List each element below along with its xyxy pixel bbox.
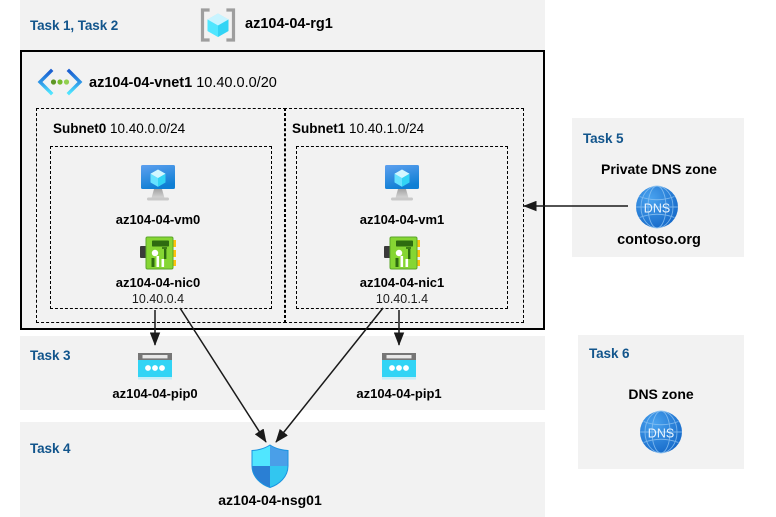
pip0-name: az104-04-pip0 bbox=[112, 386, 198, 401]
resource-group-band bbox=[20, 0, 545, 50]
resource-group-name: az104-04-rg1 bbox=[245, 16, 333, 32]
subnet1-header: Subnet1 10.40.1.0/24 bbox=[292, 121, 424, 136]
public-ip-band bbox=[20, 336, 545, 410]
subnet1-resource-group-boundary bbox=[296, 146, 508, 309]
task-label-3: Task 3 bbox=[30, 348, 71, 363]
virtual-network-icon bbox=[36, 66, 84, 98]
pip1-name: az104-04-pip1 bbox=[356, 386, 442, 401]
vm0-name: az104-04-vm0 bbox=[115, 212, 201, 227]
virtual-network-box bbox=[20, 50, 545, 330]
virtual-machine-icon bbox=[378, 158, 426, 206]
task-label-4: Task 4 bbox=[30, 441, 71, 456]
subnet1-boundary bbox=[284, 108, 524, 323]
nic0-ip: 10.40.0.4 bbox=[131, 292, 185, 306]
vnet-header: az104-04-vnet1 10.40.0.0/20 bbox=[89, 75, 277, 91]
subnet0-resource-group-boundary bbox=[50, 146, 272, 309]
subnet0-boundary bbox=[36, 108, 286, 323]
network-interface-icon bbox=[382, 234, 422, 272]
subnet1-prefix: 10.40.1.0/24 bbox=[349, 121, 425, 136]
subnet0-prefix: 10.40.0.0/24 bbox=[110, 121, 186, 136]
network-security-group-shield-icon bbox=[248, 443, 292, 489]
public-ip-address-icon bbox=[379, 350, 419, 382]
task-label-6: Task 6 bbox=[589, 346, 630, 361]
subnet1-name: Subnet1 bbox=[292, 121, 346, 136]
nic1-name: az104-04-nic1 bbox=[359, 275, 445, 290]
task-label-5: Task 5 bbox=[583, 131, 624, 146]
dns-icon-text: DNS bbox=[644, 202, 670, 216]
dns-globe-icon: DNS bbox=[637, 408, 685, 456]
virtual-machine-icon bbox=[134, 158, 182, 206]
subnet0-name: Subnet0 bbox=[53, 121, 107, 136]
private-dns-zone-name: contoso.org bbox=[617, 232, 701, 248]
vm1-name: az104-04-vm1 bbox=[359, 212, 445, 227]
vnet-address-space: 10.40.0.0/20 bbox=[196, 75, 277, 91]
private-dns-zone-heading: Private DNS zone bbox=[601, 161, 717, 177]
public-ip-address-icon bbox=[135, 350, 175, 382]
network-interface-icon bbox=[138, 234, 178, 272]
nsg-name: az104-04-nsg01 bbox=[218, 492, 322, 508]
nic0-name: az104-04-nic0 bbox=[115, 275, 201, 290]
subnet0-header: Subnet0 10.40.0.0/24 bbox=[53, 121, 185, 136]
dns-globe-icon: DNS bbox=[633, 183, 681, 231]
dns-icon-text: DNS bbox=[648, 427, 674, 441]
vnet-name: az104-04-vnet1 bbox=[89, 75, 193, 91]
dns-zone-heading: DNS zone bbox=[628, 386, 694, 402]
resource-group-icon bbox=[199, 6, 237, 44]
task-label-1-2: Task 1, Task 2 bbox=[30, 18, 119, 33]
nic1-ip: 10.40.1.4 bbox=[375, 292, 429, 306]
